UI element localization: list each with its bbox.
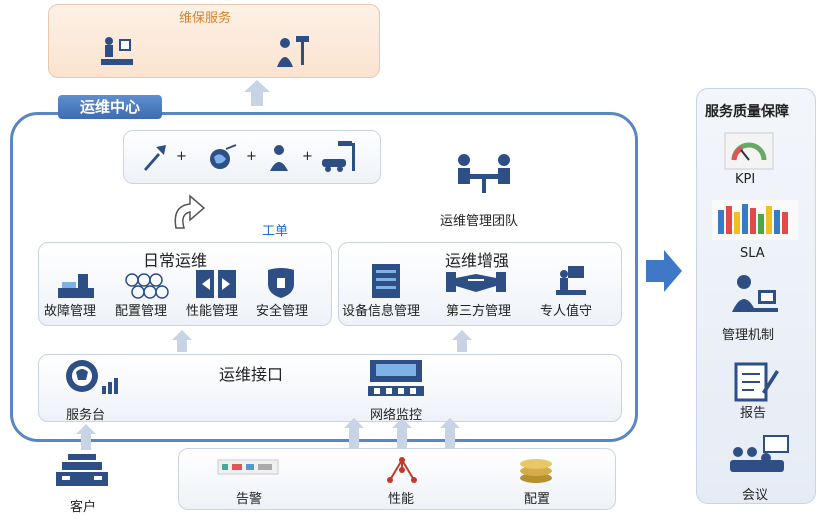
quality-title: 服务质量保障 — [705, 104, 789, 120]
quality-item-3-label: 报告 — [740, 406, 767, 421]
ops-interface-title: 运维接口 — [219, 365, 284, 384]
meeting-icon — [728, 434, 792, 476]
arrow-bottom-up-3 — [440, 418, 460, 450]
customer-label: 客户 — [70, 500, 97, 515]
config-hex-icon — [124, 272, 170, 300]
arrow-to-quality — [646, 250, 682, 292]
daily-item-1-label: 配置管理 — [115, 304, 168, 319]
vehicle-signal-icon — [320, 139, 360, 173]
plus-sign-2: + — [246, 149, 257, 164]
enhance-item-1-label: 第三方管理 — [446, 304, 512, 319]
wrench-icon — [142, 143, 168, 171]
enhance-item-2-label: 专人值守 — [540, 304, 593, 319]
curved-arrow-icon — [170, 192, 206, 232]
sla-chart-icon — [712, 200, 798, 240]
quality-item-0-label: KPI — [735, 172, 756, 187]
server-icon — [370, 262, 402, 300]
maintenance-service-title: 维保服务 — [179, 11, 232, 26]
daily-item-0-label: 故障管理 — [44, 304, 97, 319]
handshake-icon — [446, 268, 506, 296]
quality-item-4-label: 会议 — [742, 488, 769, 503]
ops-interface-box: 运维接口 — [38, 354, 622, 422]
arrow-interface-to-daily — [172, 330, 192, 352]
ops-enhance-title: 运维增强 — [445, 251, 510, 270]
arrow-bottom-up-2 — [392, 418, 412, 450]
service-desk-icon — [62, 358, 122, 398]
tools-row-box: + + + — [123, 130, 381, 184]
bottom-item-0-label: 告警 — [236, 492, 263, 507]
ops-center-title: 运维中心 — [58, 95, 162, 119]
workorder-label: 工单 — [262, 224, 289, 239]
performance-network-icon — [386, 456, 418, 484]
daily-item-3-label: 安全管理 — [256, 304, 309, 319]
interface-item-0-label: 服务台 — [66, 408, 106, 423]
duty-person-icon — [554, 264, 588, 298]
arrow-interface-to-enhance — [452, 330, 472, 352]
security-shield-icon — [264, 266, 298, 300]
performance-arrows-icon — [194, 268, 238, 300]
plus-sign-3: + — [302, 149, 313, 164]
config-coins-icon — [518, 458, 554, 484]
plus-sign-1: + — [176, 149, 187, 164]
enhance-item-0-label: 设备信息管理 — [342, 304, 421, 319]
arrow-customer-up — [76, 424, 96, 450]
management-icon — [730, 272, 780, 318]
repair-worker-icon — [275, 33, 311, 69]
bottom-item-1-label: 性能 — [388, 492, 415, 507]
technician-desk-icon — [99, 33, 135, 67]
maintenance-service-box: 维保服务 — [48, 4, 380, 78]
daily-ops-title: 日常运维 — [143, 251, 208, 270]
customer-icon — [52, 452, 112, 492]
daily-item-2-label: 性能管理 — [186, 304, 239, 319]
network-monitor-icon — [366, 358, 426, 398]
fault-machine-icon — [56, 272, 96, 300]
ops-team-icon — [452, 152, 516, 196]
bottom-item-2-label: 配置 — [524, 492, 551, 507]
kpi-gauge-icon — [724, 132, 774, 170]
interface-item-1-label: 网络监控 — [370, 408, 423, 423]
quality-item-2-label: 管理机制 — [722, 328, 775, 343]
globe-network-icon — [208, 143, 238, 171]
person-icon — [268, 143, 290, 171]
quality-item-1-label: SLA — [740, 246, 765, 261]
arrow-bottom-up-1 — [344, 418, 364, 450]
alert-icon — [216, 456, 280, 478]
arrow-to-maintenance — [244, 80, 270, 106]
report-icon — [734, 362, 780, 402]
ops-team-label: 运维管理团队 — [440, 214, 519, 229]
